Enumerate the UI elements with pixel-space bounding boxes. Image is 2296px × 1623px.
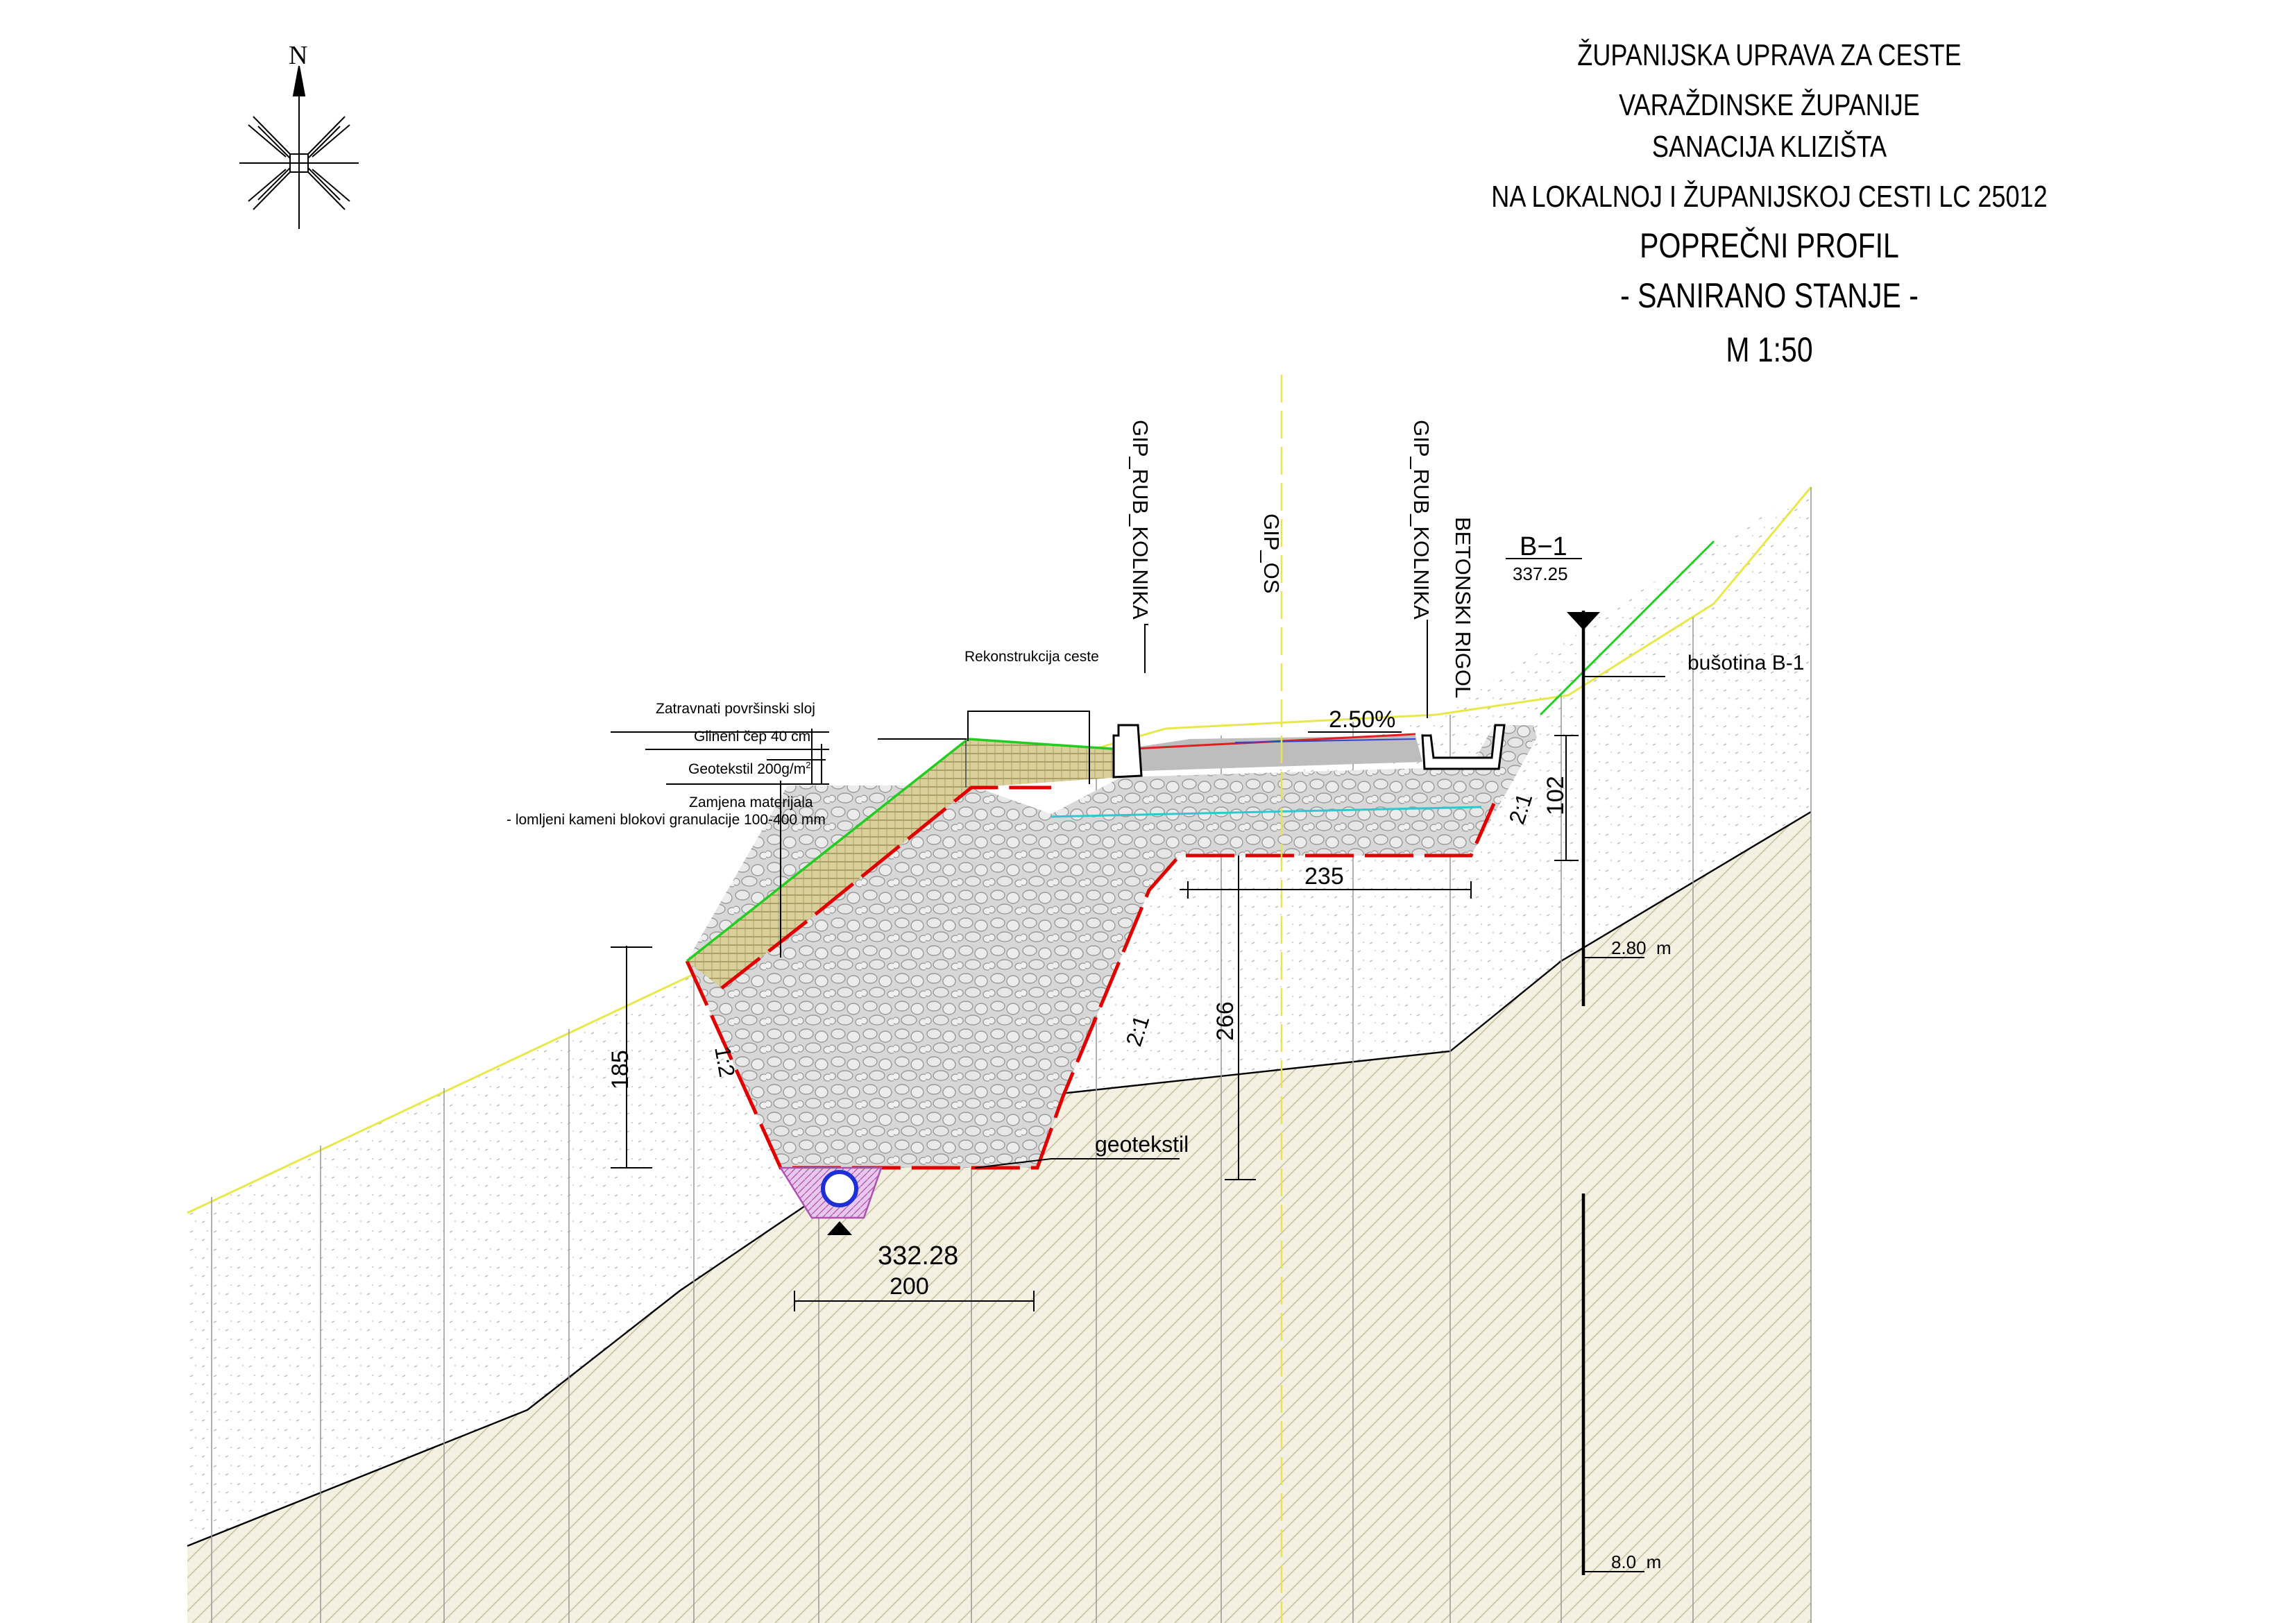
crossfall-label: 2.50% — [1329, 706, 1395, 733]
borehole-marker — [1567, 612, 1600, 630]
concrete-drain — [1421, 724, 1506, 770]
bedrock-layer — [187, 812, 1811, 1623]
pavement-layer-line — [1234, 738, 1416, 743]
borehole-id: B−1 — [1520, 532, 1567, 561]
pipe-elevation-marker — [827, 1221, 852, 1235]
legend-clay-plug: Glineni čep 40 cm — [694, 729, 810, 745]
axis-and-borehole — [1280, 375, 1665, 1623]
dimension-185: 185 — [607, 1050, 633, 1089]
legend-geotextile: Geotekstil 200g/m2 — [688, 760, 811, 777]
legend-replacement-detail: - lomljeni kameni blokovi granulacije 10… — [507, 812, 826, 828]
legend-reconstruction: Rekonstrukcija ceste — [964, 649, 1099, 665]
title-line-3: SANACIJA KLIZIŠTA — [1651, 130, 1887, 164]
borehole-label: bušotina B-1 — [1687, 652, 1804, 674]
geotextile-layer-line — [1051, 806, 1482, 818]
title-block: ŽUPANIJSKA UPRAVA ZA CESTE VARAŽDINSKE Ž… — [1422, 35, 2116, 372]
pipe-elevation-label: 332.28 — [878, 1241, 958, 1271]
slope-left-label: 1:2 — [710, 1044, 740, 1079]
section-grid-lines — [211, 487, 1812, 1623]
legend-replacement: Zamjena materijala — [689, 794, 813, 810]
label-road-axis: GIP_OS — [1259, 513, 1284, 593]
dimension-102: 102 — [1542, 776, 1569, 815]
leader-lines — [611, 620, 1428, 1169]
depth-top-label: 2.80 m — [1611, 937, 1672, 958]
dimension-200: 200 — [890, 1273, 929, 1300]
drawing-subtitle: - SANIRANO STANJE - — [1620, 276, 1919, 315]
label-road-edge-right: GIP_RUB_KOLNIKA — [1409, 420, 1434, 620]
title-line-1: ŽUPANIJSKA UPRAVA ZA CESTE — [1577, 38, 1962, 72]
dimension-266: 266 — [1212, 1001, 1239, 1041]
compass-north-label: N — [289, 41, 308, 70]
title-line-2: VARAŽDINSKE ŽUPANIJE — [1619, 88, 1920, 122]
title-line-4: NA LOKALNOJ I ŽUPANIJSKOJ CESTI LC 25012 — [1491, 180, 2048, 214]
clay-plug-fill — [687, 739, 1121, 988]
grass-layer-right — [1539, 540, 1715, 716]
geotextile-label: geotekstil — [1095, 1132, 1189, 1157]
drain-pipe — [821, 1170, 858, 1207]
label-road-edge-left: GIP_RUB_KOLNIKA — [1128, 420, 1153, 620]
drawing-labels: Rekonstrukcija ceste Zatravnati površins… — [507, 420, 1804, 1572]
dimension-lines — [611, 731, 1579, 1311]
legend-grass-layer: Zatravnati površinski sloj — [656, 701, 815, 717]
drawing-scale: M 1:50 — [1726, 330, 1813, 369]
road-kerb — [1112, 724, 1143, 779]
label-concrete-drain: BETONSKI RIGOL — [1451, 517, 1475, 698]
borehole-elevation: 337.25 — [1513, 563, 1568, 584]
dimension-235: 235 — [1304, 863, 1344, 890]
depth-bottom-label: 8.0 m — [1611, 1552, 1661, 1572]
drawing-title: POPREČNI PROFIL — [1640, 226, 1899, 265]
north-arrow-compass-icon — [239, 65, 359, 229]
remediation-body — [685, 540, 1715, 1235]
excavation-top-outline — [720, 785, 1051, 989]
